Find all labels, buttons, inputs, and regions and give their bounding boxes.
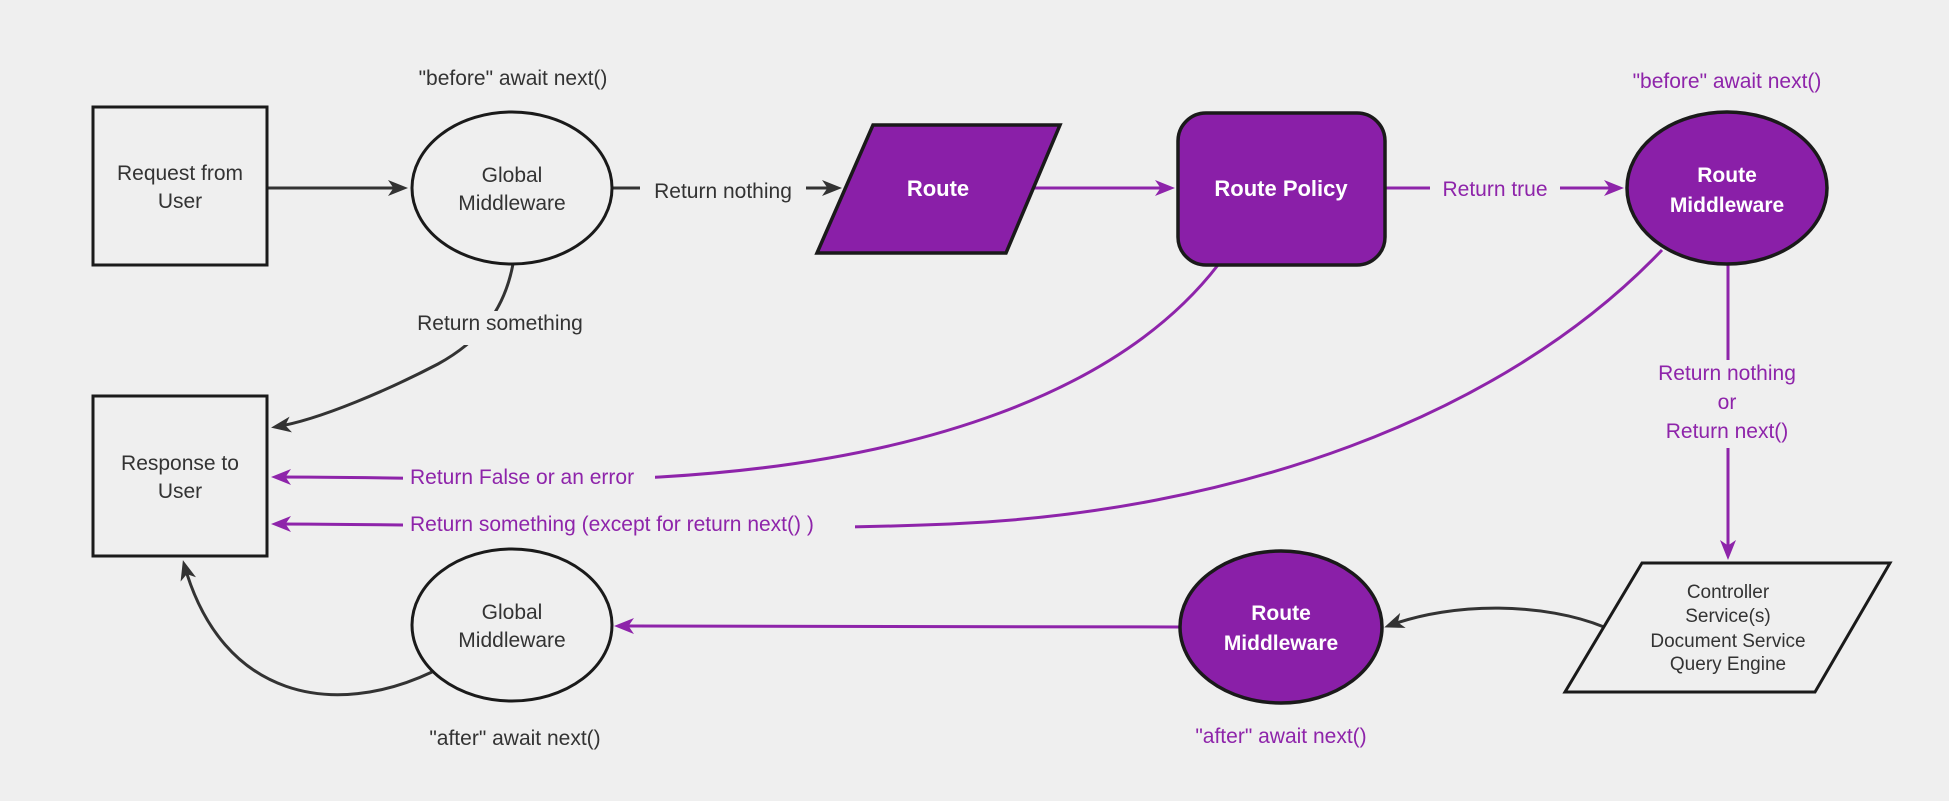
route-node — [814, 123, 1063, 255]
edge-route-middleware-bottom-to-global-middleware-bottom — [614, 618, 1181, 635]
controller-label-line3: Document Service — [1650, 631, 1805, 652]
global-middleware-bottom-label-line1: Global — [482, 601, 543, 624]
edge-label-return-something-except: Return something (except for return next… — [410, 513, 814, 536]
global-middleware-bottom-label-line2: Middleware — [458, 629, 565, 652]
edge-label-return-true: Return true — [1442, 178, 1547, 201]
annotation-before-route-middleware: "before" await next() — [1633, 70, 1822, 93]
global-middleware-top-label-line1: Global — [482, 164, 543, 187]
label-bg-return-nothing — [640, 171, 806, 207]
annotation-after-global-middleware: "after" await next() — [429, 727, 600, 750]
controller-services-node — [1562, 561, 1893, 694]
route-middleware-bottom-label-line1: Route — [1251, 602, 1311, 625]
route-middleware-top-label-line2: Middleware — [1670, 194, 1784, 217]
request-label-line2: User — [158, 190, 202, 213]
edge-global-middleware-bottom-to-response — [180, 560, 433, 697]
label-bg-return-false — [403, 462, 655, 494]
response-to-user-node — [91, 394, 269, 558]
edge-label-return-nothing: Return nothing — [654, 180, 792, 203]
controller-label-line1: Controller — [1687, 582, 1770, 603]
route-policy-node — [1176, 111, 1387, 267]
edge-label-return-nothing-or-line3: Return next() — [1666, 420, 1789, 443]
edge-label-return-false: Return False or an error — [410, 466, 634, 489]
request-from-user-node — [91, 105, 269, 267]
edge-route-policy-return-false — [271, 264, 1220, 486]
edge-label-return-nothing-or-line2: or — [1718, 391, 1737, 414]
label-bg-return-true — [1430, 171, 1560, 207]
label-bg-return-something-except — [403, 509, 855, 542]
route-middleware-top-label-line1: Route — [1697, 164, 1757, 187]
global-middleware-top-node — [410, 110, 614, 266]
route-label: Route — [907, 176, 969, 201]
annotation-after-route-middleware: "after" await next() — [1195, 725, 1366, 748]
label-bg-return-nothing-or — [1643, 360, 1813, 448]
global-middleware-top-label-line2: Middleware — [458, 192, 565, 215]
controller-label-line2: Service(s) — [1685, 606, 1771, 627]
edge-label-return-something: Return something — [417, 312, 583, 335]
edge-controller-to-route-middleware-bottom — [1384, 606, 1605, 629]
route-middleware-bottom-label-line2: Middleware — [1224, 632, 1338, 655]
route-middleware-bottom-node — [1178, 549, 1384, 705]
annotation-before-global-middleware: "before" await next() — [419, 67, 608, 90]
request-label-line1: Request from — [117, 162, 243, 185]
controller-label-line4: Query Engine — [1670, 654, 1786, 675]
global-middleware-bottom-node — [410, 547, 614, 703]
edge-global-middleware-return-something — [271, 263, 515, 433]
response-label-line2: User — [158, 480, 202, 503]
edge-label-return-nothing-or-line1: Return nothing — [1658, 362, 1796, 385]
label-bg-return-something — [403, 311, 599, 345]
response-label-line1: Response to — [121, 452, 239, 475]
route-policy-label: Route Policy — [1214, 176, 1348, 201]
route-middleware-top-node — [1625, 110, 1829, 266]
